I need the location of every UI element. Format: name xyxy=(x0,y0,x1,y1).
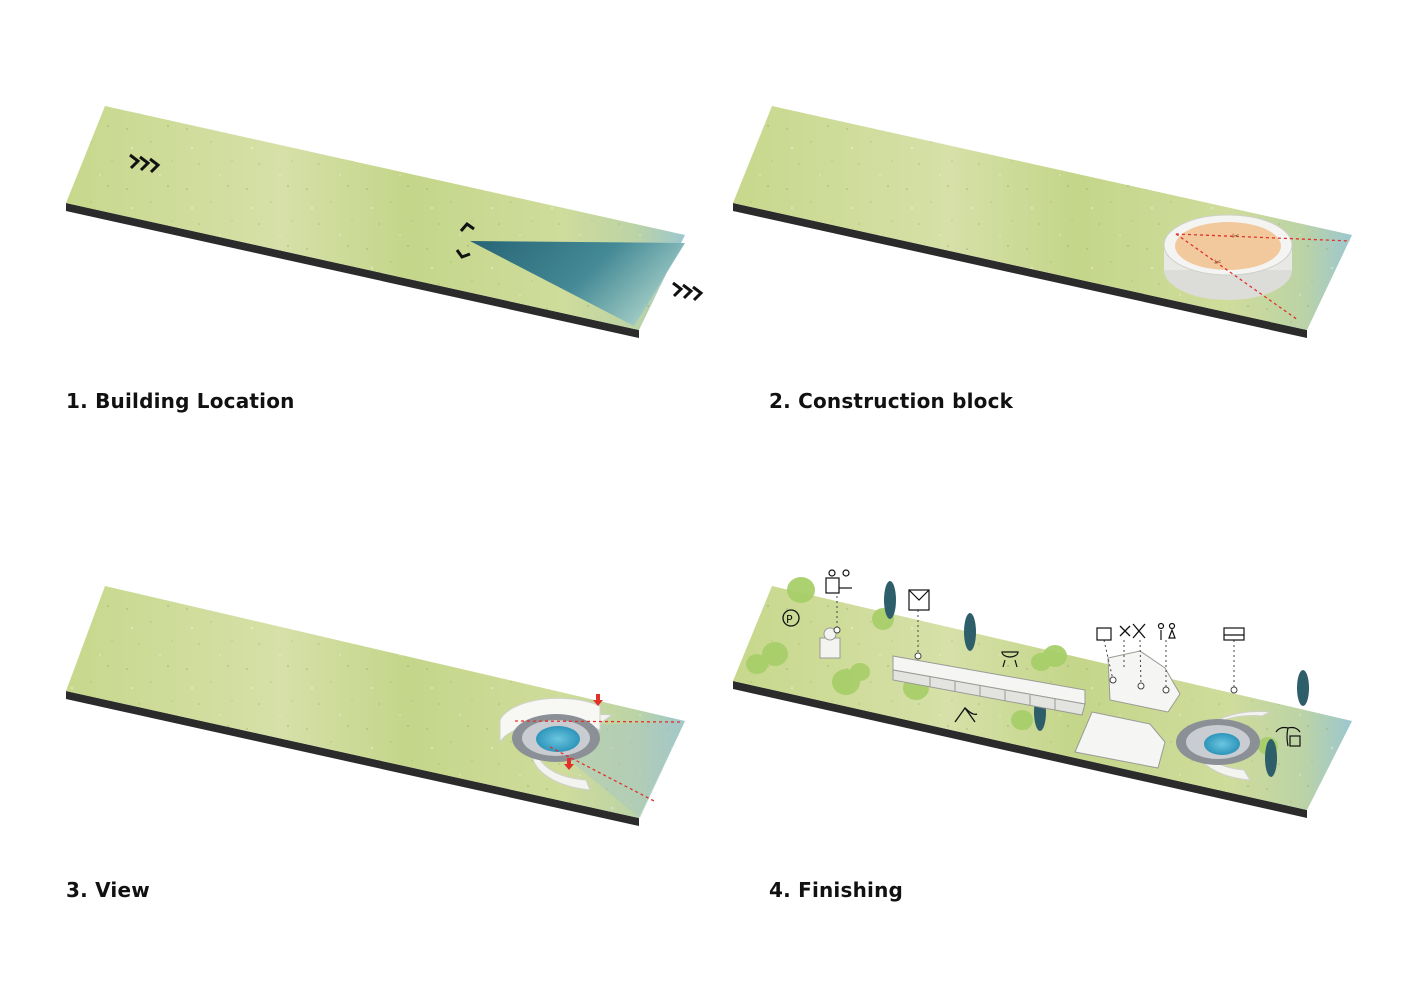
reception-kiosk xyxy=(819,627,841,659)
step-caption: 1. Building Location xyxy=(66,389,295,413)
toilet-icon xyxy=(1157,622,1176,640)
palm-tree-icon xyxy=(1275,726,1301,747)
service-blocks xyxy=(1074,650,1181,769)
building-icon xyxy=(908,589,930,611)
site-diagram-3 xyxy=(66,586,685,826)
pool xyxy=(1204,733,1240,755)
leader-lines xyxy=(836,596,1235,690)
site-base xyxy=(66,691,639,826)
panel-building-location: 1. Building Location xyxy=(0,0,707,470)
site-diagram-1 xyxy=(66,106,704,338)
view-cone xyxy=(470,241,685,326)
direction-chevrons-icon xyxy=(129,153,161,174)
site-base xyxy=(66,203,639,338)
bed-icon xyxy=(1223,627,1245,641)
panel-construction-block: ✂✂ 2. Construction block xyxy=(0,0,1414,470)
site-base xyxy=(733,203,1307,338)
spiral-building xyxy=(499,697,614,791)
pool xyxy=(536,726,580,752)
block-footprint xyxy=(1175,222,1281,270)
direction-chevrons-icon xyxy=(672,281,704,302)
cypress-trees xyxy=(884,581,1309,777)
step-caption: 3. View xyxy=(66,878,150,902)
playground-slide-icon xyxy=(954,706,978,723)
arrow-down-icon xyxy=(564,694,603,770)
reception-icon xyxy=(825,569,852,594)
spiral-building xyxy=(1176,711,1272,781)
bar-building xyxy=(892,655,1086,716)
construction-block xyxy=(1163,214,1293,300)
puzzle-icon xyxy=(1096,627,1112,641)
step-caption: 4. Finishing xyxy=(769,878,904,902)
barbecue-icon xyxy=(1001,651,1019,668)
panel-view: 3. View xyxy=(66,586,685,902)
svg-text:✂: ✂ xyxy=(1232,232,1240,242)
parking-icon: P xyxy=(782,609,800,627)
view-chevron-icon xyxy=(455,221,475,259)
site-base xyxy=(733,681,1307,818)
step-caption: 2. Construction block xyxy=(769,389,1014,413)
sightlines xyxy=(514,720,683,803)
site-diagram-2: ✂✂ xyxy=(733,106,1352,338)
sightlines xyxy=(1175,233,1351,321)
svg-text:P: P xyxy=(786,613,793,626)
svg-text:✂: ✂ xyxy=(1214,258,1222,268)
restaurant-icon xyxy=(1119,623,1146,639)
